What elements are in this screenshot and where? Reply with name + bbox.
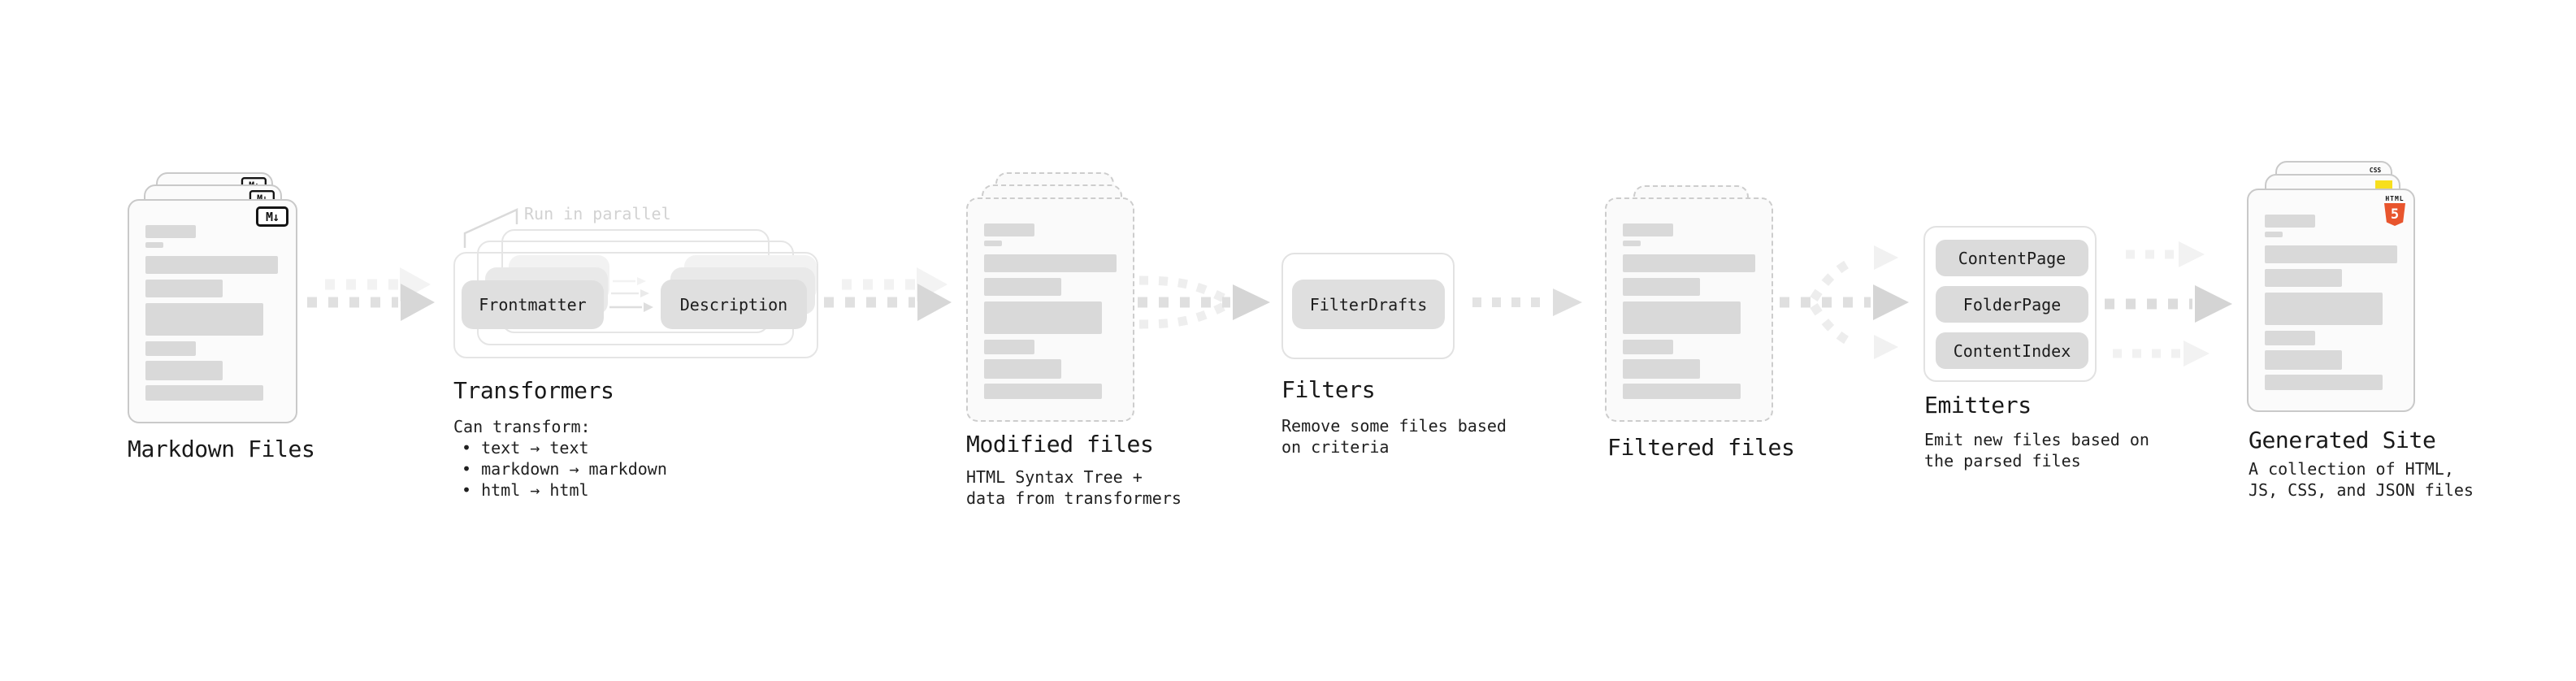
markdown-icon: M↓: [256, 206, 288, 227]
generated-site-description: A collection of HTML, JS, CSS, and JSON …: [2249, 458, 2474, 501]
arrow-filtered-to-emitters-diverge: [1780, 245, 1909, 359]
text-line-bar: [1623, 340, 1673, 354]
text-line-bar: [145, 242, 163, 248]
emitters-description: Emit new files based on the parsed files: [1924, 429, 2149, 471]
text-line-bar: [145, 303, 263, 336]
transform-bullet: • markdown → markdown: [462, 459, 667, 479]
frontmatter-pill: Frontmatter: [462, 280, 604, 329]
text-line-bar: [2265, 269, 2342, 287]
emitters-desc-line: the parsed files: [1924, 451, 2081, 471]
folderpage-pill: FolderPage: [1936, 286, 2088, 323]
filtered-files-stack: [1605, 185, 1773, 422]
transform-flow-arrows: [609, 277, 653, 312]
emitters-label: Emitters: [1924, 392, 2032, 419]
markdown-file-card-front: M↓: [128, 199, 297, 423]
text-line-bar: [2265, 375, 2383, 390]
modified-files-label: Modified files: [966, 431, 1154, 458]
contentindex-pill: ContentIndex: [1936, 332, 2088, 369]
html-file-card: HTML 5: [2247, 189, 2415, 412]
text-line-bar: [2265, 331, 2315, 345]
text-line-bar: [984, 359, 1061, 379]
text-line-bar: [1623, 223, 1673, 236]
text-line-bar: [2265, 232, 2283, 237]
arrow-filters-to-filtered: [1472, 288, 1582, 316]
emitters-panel: ContentPage FolderPage ContentIndex: [1923, 226, 2097, 382]
markdown-files-label: Markdown Files: [128, 436, 315, 462]
text-line-bar: [2265, 293, 2383, 325]
filters-description: Remove some files based on criteria: [1281, 415, 1507, 458]
generated-desc-line: JS, CSS, and JSON files: [2249, 480, 2474, 500]
run-in-parallel-note: Run in parallel: [524, 204, 671, 223]
text-line-bar: [1623, 241, 1641, 246]
filtered-files-label: Filtered files: [1607, 434, 1795, 461]
modified-desc-line: HTML Syntax Tree +: [966, 467, 1143, 487]
transform-bullet: • text → text: [462, 438, 589, 458]
run-in-parallel-leader-line: [463, 208, 518, 248]
html5-icon-label: HTML: [2385, 195, 2405, 202]
text-line-bar: [2265, 245, 2397, 263]
filters-desc-line: on criteria: [1281, 437, 1390, 457]
transform-bullet: • html → html: [462, 480, 589, 500]
generated-desc-line: A collection of HTML,: [2249, 459, 2454, 479]
transformers-description: Can transform: • text → text • markdown …: [453, 416, 667, 501]
text-line-bar: [984, 278, 1061, 296]
text-line-bar: [145, 341, 196, 356]
text-line-bar: [984, 223, 1034, 236]
text-line-bar: [984, 340, 1034, 354]
modified-files-stack: [966, 172, 1134, 422]
text-line-bar: [145, 256, 278, 274]
text-line-bar: [984, 384, 1102, 399]
emitters-desc-line: Emit new files based on: [1924, 430, 2149, 449]
javascript-icon: [2375, 180, 2392, 190]
text-line-bar: [145, 361, 223, 380]
text-line-bar: [2265, 350, 2342, 370]
text-line-bar: [984, 254, 1117, 272]
text-line-bar: [2265, 215, 2315, 228]
transformer-run-box-front: [453, 252, 818, 358]
text-line-bar: [145, 385, 263, 401]
text-line-bar: [1623, 254, 1755, 272]
text-line-bar: [1623, 301, 1741, 334]
text-line-bar: [1623, 384, 1741, 399]
filters-label: Filters: [1281, 376, 1376, 403]
css-icon-text: CSS: [2369, 167, 2382, 174]
contentpage-pill: ContentPage: [1936, 240, 2088, 276]
html5-icon: HTML 5: [2384, 195, 2405, 226]
filters-desc-line: Remove some files based: [1281, 416, 1507, 436]
filtered-file-card-front: [1605, 197, 1773, 422]
arrow-modified-to-filters-converge: [1138, 275, 1270, 329]
text-line-bar: [984, 241, 1002, 246]
filterdrafts-pill: FilterDrafts: [1292, 280, 1445, 329]
modified-files-description: HTML Syntax Tree + data from transformer…: [966, 466, 1182, 509]
arrow-transformers-to-modified: [824, 267, 952, 321]
text-line-bar: [145, 225, 196, 238]
html5-shield: 5: [2384, 203, 2405, 226]
markdown-files-stack: M↓ M↓ M↓: [128, 172, 311, 423]
text-line-bar: [145, 280, 223, 297]
generated-site-stack: CSS HTML 5: [2247, 161, 2415, 413]
modified-desc-line: data from transformers: [966, 488, 1182, 508]
text-line-bar: [1623, 359, 1700, 379]
arrow-markdown-to-transformers: [307, 267, 435, 321]
modified-file-card-front: [966, 197, 1134, 422]
description-pill: Description: [661, 280, 807, 329]
transformers-label: Transformers: [453, 377, 614, 404]
generated-site-label: Generated Site: [2249, 427, 2436, 453]
text-line-bar: [984, 301, 1102, 334]
html5-number: 5: [2390, 206, 2400, 223]
can-transform-line: Can transform:: [453, 417, 591, 436]
arrow-emitters-to-generated: [2105, 241, 2232, 367]
text-line-bar: [1623, 278, 1700, 296]
